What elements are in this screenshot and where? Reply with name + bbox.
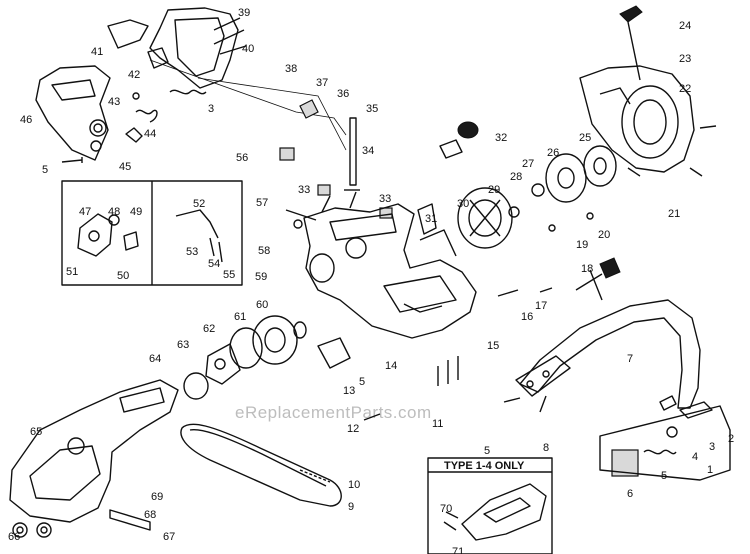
watermark-text: eReplacementParts.com	[235, 403, 432, 422]
callout-36: 36	[337, 88, 349, 100]
callout-35: 35	[366, 103, 378, 115]
front-handle-mount-parts	[599, 395, 731, 481]
callout-45: 45	[119, 161, 131, 173]
callout-6: 6	[627, 488, 633, 500]
callout-4: 4	[692, 451, 698, 463]
callout-labels: 1234567891011121314151617181920212223242…	[8, 7, 734, 554]
callout-56: 56	[236, 152, 248, 164]
callout-30: 30	[457, 198, 469, 210]
callout-27: 27	[522, 158, 534, 170]
flywheel	[457, 187, 513, 249]
callout-25: 25	[579, 132, 591, 144]
callout-54: 54	[208, 258, 220, 270]
callout-8: 8	[543, 442, 549, 454]
callout-58: 58	[258, 245, 270, 257]
callout-64: 64	[149, 353, 161, 365]
callout-34: 34	[362, 145, 374, 157]
callout-21: 21	[668, 208, 680, 220]
callout-46: 46	[20, 114, 32, 126]
callout-5: 5	[661, 470, 667, 482]
callout-52: 52	[193, 198, 205, 210]
callout-16: 16	[521, 311, 533, 323]
callout-24: 24	[679, 20, 691, 32]
callout-12: 12	[347, 423, 359, 435]
callout-29: 29	[488, 184, 500, 196]
callout-14: 14	[385, 360, 397, 372]
callout-69: 69	[151, 491, 163, 503]
callout-2: 2	[728, 433, 734, 445]
callout-43: 43	[108, 96, 120, 108]
stud-bar	[344, 117, 360, 191]
callout-23: 23	[679, 53, 691, 65]
crankcase	[285, 191, 477, 339]
type-1-4-inset: TYPE 1-4 ONLY	[427, 457, 553, 554]
callout-11: 11	[432, 418, 443, 430]
inset-title: TYPE 1-4 ONLY	[444, 460, 525, 472]
callout-70: 70	[440, 503, 452, 515]
oil-pump-inset-box	[61, 180, 243, 286]
callout-5: 5	[42, 164, 48, 176]
callout-66: 66	[8, 531, 20, 543]
callout-50: 50	[117, 270, 129, 282]
callout-3: 3	[709, 441, 715, 453]
callout-41: 41	[91, 46, 103, 58]
callout-49: 49	[130, 206, 142, 218]
callout-13: 13	[343, 385, 355, 397]
callout-42: 42	[128, 69, 140, 81]
callout-61: 61	[234, 311, 246, 323]
callout-53: 53	[186, 246, 198, 258]
callout-20: 20	[598, 229, 610, 241]
throttle-handle	[107, 7, 239, 89]
callout-39: 39	[238, 7, 250, 19]
front-handle	[515, 299, 701, 409]
throttle-spring-parts	[61, 17, 347, 163]
clutch-drum-parts	[183, 315, 351, 400]
starter-housing	[579, 5, 717, 177]
guide-bar-and-chain	[180, 423, 342, 507]
callout-22: 22	[679, 83, 691, 95]
callout-33: 33	[379, 193, 391, 205]
callout-26: 26	[547, 147, 559, 159]
callout-33: 33	[298, 184, 310, 196]
callout-48: 48	[108, 206, 120, 218]
callout-10: 10	[348, 479, 360, 491]
filter-plug	[279, 99, 393, 219]
callout-1: 1	[707, 464, 713, 476]
callout-65: 65	[30, 426, 42, 438]
callout-40: 40	[242, 43, 254, 55]
callout-57: 57	[256, 197, 268, 209]
callout-68: 68	[144, 509, 156, 521]
callout-15: 15	[487, 340, 499, 352]
callout-32: 32	[495, 132, 507, 144]
callout-63: 63	[177, 339, 189, 351]
starter-pulley-parts	[508, 145, 617, 232]
callout-5: 5	[359, 376, 365, 388]
callout-31: 31	[425, 213, 437, 225]
callout-51: 51	[66, 266, 78, 278]
callout-9: 9	[348, 501, 354, 513]
plug-and-cap	[417, 121, 479, 235]
callout-5: 5	[484, 445, 490, 457]
callout-71: 71	[452, 546, 464, 554]
rear-handle-cover	[35, 65, 111, 161]
callout-37: 37	[316, 77, 328, 89]
callout-3: 3	[208, 103, 214, 115]
callout-62: 62	[203, 323, 215, 335]
callout-44: 44	[144, 128, 156, 140]
callout-7: 7	[627, 353, 633, 365]
callout-47: 47	[79, 206, 91, 218]
callout-67: 67	[163, 531, 175, 543]
callout-17: 17	[535, 300, 547, 312]
callout-18: 18	[581, 263, 593, 275]
callout-28: 28	[510, 171, 522, 183]
sprocket-cover	[9, 379, 179, 538]
callout-59: 59	[255, 271, 267, 283]
callout-60: 60	[256, 299, 268, 311]
callout-19: 19	[576, 239, 588, 251]
screws-misc	[363, 257, 621, 421]
callout-38: 38	[285, 63, 297, 75]
callout-55: 55	[223, 269, 235, 281]
